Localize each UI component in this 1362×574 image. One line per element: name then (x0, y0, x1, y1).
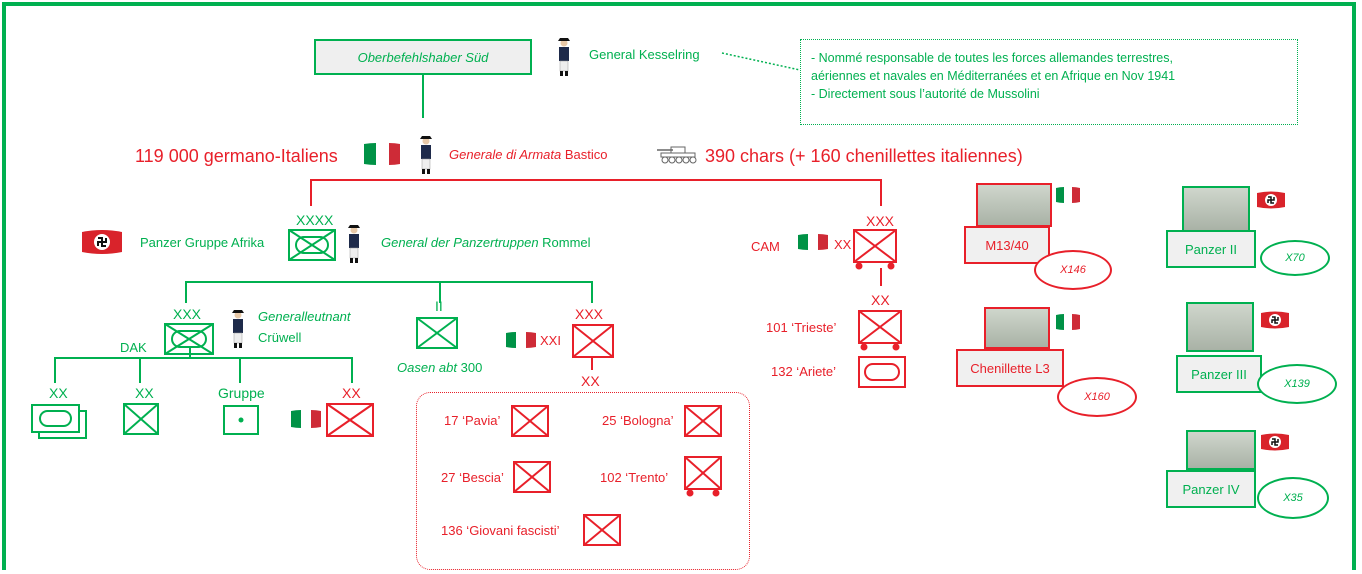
bescia-label: 27 ‘Bescia’ (441, 470, 504, 485)
cruwell-name: Crüwell (258, 330, 302, 345)
kesselring-figure-icon (558, 38, 570, 76)
panzer3-box: Panzer III (1176, 355, 1262, 393)
dak-div4-echelon: XX (342, 385, 361, 401)
oasen-name: Oasen abt (397, 360, 457, 375)
panzer4-box: Panzer IV (1166, 470, 1256, 508)
trieste-label: 101 ‘Trieste’ (766, 320, 837, 335)
panzer2-photo (1182, 186, 1250, 232)
panzer4-photo (1186, 430, 1256, 470)
panzer3-label: Panzer III (1191, 366, 1247, 382)
panzer3-photo (1186, 302, 1254, 352)
l3-tank-photo (984, 307, 1050, 349)
xxi-div-echelon: XX (581, 373, 600, 389)
bastico-rank: Generale di Armata (449, 147, 562, 162)
panzer2-label: Panzer II (1184, 241, 1238, 257)
cam-echelon: XXX (866, 213, 895, 229)
l3-label: Chenillette L3 (970, 360, 1050, 376)
note-line-1: - Nommé responsable de toutes les forces… (811, 51, 1173, 65)
dak-infantry-division-symbol (123, 403, 159, 435)
oasen-echelon: II (435, 298, 443, 314)
panzer3-german-flag-icon (1261, 311, 1289, 329)
dak-div1-echelon: XX (49, 385, 68, 401)
l3-quantity: X160 (1057, 377, 1137, 417)
l3-box: Chenillette L3 (956, 349, 1064, 387)
panzer4-label: Panzer IV (1182, 481, 1240, 497)
l3-italian-flag-icon (1056, 314, 1080, 330)
dak-italian-flag-icon (291, 409, 321, 429)
xxi-label: XXI (540, 333, 561, 348)
gruppe-label: Gruppe (218, 385, 265, 401)
kesselring-label: General Kesselring (589, 47, 700, 62)
pavia-symbol (511, 405, 549, 437)
italian-flag-icon (364, 142, 400, 166)
bastico-figure-icon (420, 136, 432, 174)
ob-sud-box: Oberbefehlshaber Süd (314, 39, 532, 75)
kesselring-note: - Nommé responsable de toutes les forces… (800, 39, 1298, 125)
m13-box: M13/40 (964, 226, 1050, 264)
m13-quantity: X146 (1034, 250, 1112, 290)
note-line-3: - Directement sous l’autorité de Mussoli… (811, 87, 1040, 101)
bescia-symbol (513, 461, 551, 493)
cam-corps-symbol (853, 229, 897, 270)
pga-armour-symbol (288, 229, 336, 261)
panzer2-quantity: X70 (1260, 240, 1330, 276)
panzer4-quantity: X35 (1257, 477, 1329, 519)
german-flag-icon (82, 230, 122, 254)
dak-div2-echelon: XX (135, 385, 154, 401)
total-tanks-label: 390 chars (+ 160 chenillettes italiennes… (705, 146, 1023, 166)
cruwell-figure-icon (232, 310, 244, 348)
gruppe-symbol (223, 405, 259, 435)
m13-label: M13/40 (985, 237, 1029, 253)
dak-armour-symbol (164, 323, 214, 355)
rommel-rank: General der Panzertruppen (381, 235, 539, 250)
trento-label: 102 ‘Trento’ (600, 470, 669, 485)
xxi-echelon: XXX (575, 306, 604, 322)
panzer2-box: Panzer II (1166, 230, 1256, 268)
trieste-symbol (858, 310, 902, 351)
cam-italian-flag-icon (798, 233, 828, 251)
pga-label: Panzer Gruppe Afrika (140, 235, 265, 250)
xxi-italian-flag-icon (506, 331, 536, 349)
trento-symbol (684, 456, 722, 497)
panzer3-quantity: X139 (1257, 364, 1337, 404)
giovani-symbol (583, 514, 621, 546)
xxi-divisions-group (416, 392, 750, 570)
dak-panzer-division-symbol (31, 404, 87, 439)
cam-div-echelon: XX (871, 292, 890, 308)
giovani-label: 136 ‘Giovani fascisti’ (441, 523, 560, 538)
cam-inline-echelon: XX (834, 237, 852, 252)
oasen-symbol (416, 317, 458, 349)
ob-sud-label: Oberbefehlshaber Süd (357, 49, 489, 65)
oasen-number: 300 (457, 360, 483, 375)
dak-label: DAK (120, 340, 147, 355)
m13-italian-flag-icon (1056, 187, 1080, 203)
dak-echelon: XXX (173, 306, 202, 322)
m13-tank-photo (976, 183, 1052, 227)
bologna-label: 25 ‘Bologna’ (602, 413, 674, 428)
cruwell-rank: Generalleutnant (258, 309, 351, 324)
pavia-label: 17 ‘Pavia’ (444, 413, 501, 428)
cam-label: CAM (751, 239, 780, 254)
ariete-armour-symbol (858, 356, 906, 388)
note-line-2: aériennes et navales en Méditerranées et… (811, 69, 1176, 83)
bologna-symbol (684, 405, 722, 437)
tank-icon (657, 146, 697, 164)
rommel-figure-icon (348, 225, 360, 263)
pga-echelon: XXXX (296, 212, 334, 228)
bastico-name: Bastico (561, 147, 608, 162)
panzer2-german-flag-icon (1257, 191, 1285, 209)
panzer4-german-flag-icon (1261, 433, 1289, 451)
xxi-corps-symbol (572, 324, 614, 358)
dak-italian-division-symbol (326, 403, 374, 437)
total-troops-label: 119 000 germano-Italiens (135, 146, 338, 166)
ariete-label: 132 ‘Ariete’ (771, 364, 837, 379)
rommel-name: Rommel (538, 235, 591, 250)
